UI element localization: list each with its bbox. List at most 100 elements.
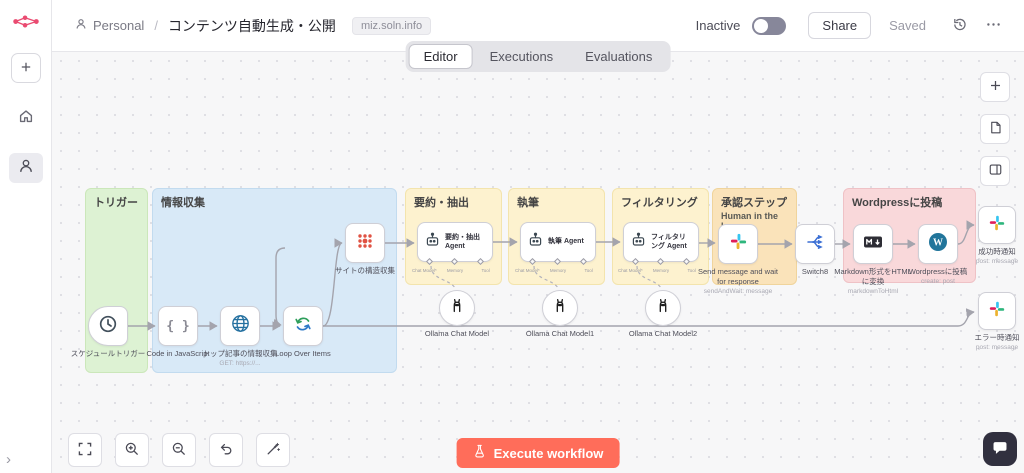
flask-icon [473,444,487,462]
active-status-label: Inactive [695,18,741,33]
chat-model-port[interactable] [426,257,434,266]
slack-icon [988,214,1006,237]
node-slack-send-and-wait[interactable]: Send message and wait for response sendA… [698,224,778,295]
n8n-logo-icon[interactable] [11,13,41,35]
node-label: Wordpressに投稿 [908,267,968,276]
ollama-node-box[interactable] [439,290,475,326]
node-schedule-trigger[interactable]: スケジュールトリガー [71,306,145,358]
llama-icon [448,297,466,320]
switch-node-box[interactable] [795,224,835,264]
agent-node-box[interactable]: 要約・抽出 Agent [417,222,493,262]
execute-workflow-button[interactable]: Execute workflow [456,438,620,468]
markdown-node-box[interactable] [853,224,893,264]
ollama-node-box[interactable] [645,290,681,326]
agent-node-box[interactable]: 執筆 Agent [520,222,596,262]
node-markdown[interactable]: Markdown形式をHTMLに変換 markdownToHtml [834,224,912,295]
node-filtering-agent[interactable]: フィルタリング Agent Chat Model* Memory Tool [618,222,699,273]
tool-port[interactable] [682,257,690,266]
chat-model-port-label: Chat Model* [514,268,540,273]
node-operation: create: post [921,278,955,285]
sidebar-item-home[interactable] [9,103,43,133]
slack-node-box[interactable] [978,206,1016,244]
node-ollama-chat-model1[interactable]: Ollama Chat Model1 [526,290,594,338]
zoom-out-button[interactable] [162,433,196,467]
add-workflow-button[interactable] [10,53,41,83]
slack-node-box[interactable] [978,292,1016,330]
memory-port[interactable] [451,257,459,266]
memory-port[interactable] [657,257,665,266]
agent-node-box[interactable]: フィルタリング Agent [623,222,699,262]
wordpress-node-box[interactable]: W [918,224,958,264]
add-sticky-note-button[interactable] [980,114,1010,144]
markdown-icon [862,231,884,258]
node-code[interactable]: { } Code in JavaScript [147,306,209,358]
share-button[interactable]: Share [808,12,872,39]
http-node-box[interactable] [220,306,260,346]
slack-node-box[interactable] [718,224,758,264]
memory-port-label: Memory [446,268,464,273]
chat-model-port[interactable] [529,257,537,266]
add-node-button[interactable] [980,72,1010,102]
node-ollama-chat-model[interactable]: Ollama Chat Model [425,290,489,338]
history-button[interactable] [946,13,972,39]
node-success-notification[interactable]: 成功時通知 post: message [976,206,1018,265]
robot-icon [527,231,544,253]
memory-port[interactable] [554,257,562,266]
node-switch[interactable]: Switch8 [795,224,835,276]
fit-view-icon [77,441,93,460]
zoom-in-button[interactable] [115,433,149,467]
agent-ports [520,257,596,266]
tab-executions[interactable]: Executions [489,49,554,64]
split-panel-icon [988,162,1003,180]
node-summarize-agent[interactable]: 要約・抽出 Agent Chat Model* Memory Tool [412,222,493,273]
llama-icon [551,297,569,320]
crawler-node-box[interactable] [345,223,385,263]
node-label: Send message and wait for response [697,267,779,286]
workflow-tag[interactable]: miz.soln.info [351,16,432,35]
tab-editor[interactable]: Editor [408,44,473,69]
code-node-box[interactable]: { } [158,306,198,346]
schedule-trigger-box[interactable] [88,306,128,346]
node-label: Code in JavaScript [146,349,210,358]
toggle-panel-button[interactable] [980,156,1010,186]
loop-node-box[interactable] [283,306,323,346]
zoom-out-icon [171,441,187,460]
workflow-canvas[interactable]: トリガー 情報収集 要約・抽出 執筆 フィルタリング 承認ステップ Human … [52,52,1024,473]
node-writing-agent[interactable]: 執筆 Agent Chat Model* Memory Tool [515,222,596,273]
wordpress-icon: W [927,231,949,258]
active-toggle[interactable] [752,16,787,35]
tab-evaluations[interactable]: Evaluations [585,49,653,64]
node-operation: post: message [975,344,1019,351]
ollama-node-box[interactable] [542,290,578,326]
sidebar: › [0,0,52,473]
node-operation: markdownToHtml [847,288,899,295]
reset-zoom-button[interactable] [209,433,243,467]
node-wordpress[interactable]: W Wordpressに投稿 create: post [909,224,967,285]
workflow-title[interactable]: コンテンツ自動生成・公開 [167,17,336,34]
node-loop-over-items[interactable]: Loop Over Items [275,306,331,358]
memory-port-label: Memory [652,268,670,273]
breadcrumb-separator: / [154,18,158,33]
more-options-button[interactable] [980,13,1006,39]
node-site-structure[interactable]: サイトの構造収集 [335,223,395,275]
chat-model-port-label: Chat Model* [411,268,437,273]
sidebar-item-personal[interactable] [8,153,43,183]
node-ollama-chat-model2[interactable]: Ollama Chat Model2 [629,290,697,338]
agent-port-labels: Chat Model* Memory Tool [512,268,604,273]
zoom-in-icon [124,441,140,460]
loop-arrows-icon [293,314,313,339]
chat-model-port[interactable] [632,257,640,266]
node-label: Switch8 [801,267,829,276]
tidy-up-button[interactable] [256,433,290,467]
node-error-notification[interactable]: エラー時通知 post: message [975,292,1020,351]
tool-port[interactable] [579,257,587,266]
breadcrumb-workspace[interactable]: Personal [74,17,144,34]
slack-icon [729,232,748,256]
node-http-request[interactable]: トップ記事の情報収集 GET: https://... [203,306,278,367]
tool-port[interactable] [476,257,484,266]
zoom-to-fit-button[interactable] [68,433,102,467]
assistant-chat-button[interactable] [983,432,1017,466]
agent-port-labels: Chat Model* Memory Tool [615,268,707,273]
sidebar-collapse-chevron-icon[interactable]: › [6,451,11,468]
sticky-note-info-collection[interactable]: 情報収集 [152,188,397,373]
